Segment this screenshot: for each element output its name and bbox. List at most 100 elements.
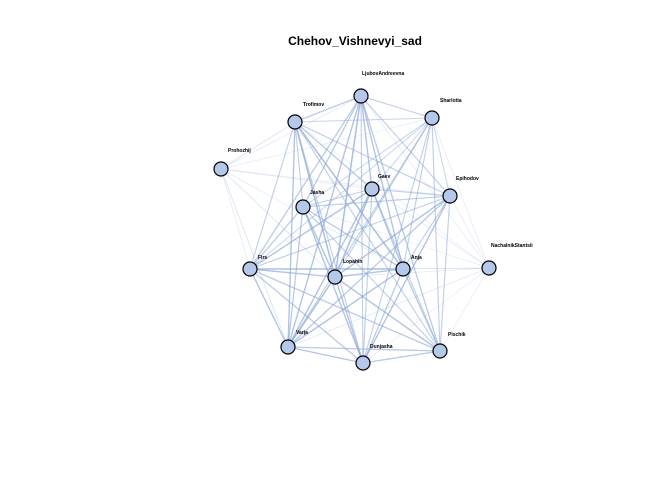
edge-Prohozhij-Anja bbox=[220, 168, 404, 270]
labels-layer: LjubovAndreevnaSharlottaTrofimovProhozhi… bbox=[228, 71, 533, 350]
edge-Firs-Dunjasha bbox=[249, 268, 364, 364]
edge-Gaev-NachalnikStantsii bbox=[371, 188, 490, 269]
edge-NachalnikStantsii-Anja bbox=[402, 267, 490, 270]
edge-LjubovAndreevna-Trofimov bbox=[294, 95, 362, 123]
edge-Jasha-Anja bbox=[302, 206, 404, 270]
edge-Gaev-Varja bbox=[287, 188, 373, 348]
edge-Jasha-NachalnikStantsii bbox=[302, 206, 490, 269]
edge-Epihodov-Lopahin bbox=[334, 195, 451, 278]
edge-Jasha-Varja bbox=[287, 206, 304, 348]
edge-LjubovAndreevna-Gaev bbox=[360, 95, 373, 190]
edge-Prohozhij-Lopahin bbox=[220, 168, 336, 278]
node-NachalnikStantsii[interactable] bbox=[481, 260, 497, 276]
node-label-Prohozhij: Prohozhij bbox=[228, 148, 251, 154]
node-Gaev[interactable] bbox=[364, 181, 380, 197]
edge-Trofimov-Dunjasha bbox=[294, 121, 364, 364]
node-Sharlotta[interactable] bbox=[424, 110, 440, 126]
edge-Lopahin-Varja bbox=[287, 276, 336, 348]
edge-Sharlotta-Varja bbox=[287, 117, 433, 348]
edge-Sharlotta-Pischik bbox=[431, 117, 441, 352]
edge-Sharlotta-Firs bbox=[249, 117, 433, 270]
node-Prohozhij[interactable] bbox=[213, 161, 229, 177]
edge-Prohozhij-Epihodov bbox=[220, 168, 451, 197]
edge-Trofimov-Jasha bbox=[294, 121, 304, 208]
node-Trofimov[interactable] bbox=[287, 114, 303, 130]
node-label-Varja: Varja bbox=[296, 330, 308, 336]
edge-Sharlotta-NachalnikStantsii bbox=[431, 117, 490, 269]
edge-Lopahin-Anja bbox=[334, 268, 404, 278]
edge-Sharlotta-Jasha bbox=[302, 117, 433, 208]
node-label-Gaev: Gaev bbox=[378, 174, 390, 180]
edge-LjubovAndreevna-Anja bbox=[360, 95, 404, 270]
edge-LjubovAndreevna-Varja bbox=[287, 95, 362, 348]
edge-Epihodov-Jasha bbox=[302, 195, 451, 208]
node-Pischik[interactable] bbox=[432, 343, 448, 359]
edge-Firs-Lopahin bbox=[249, 268, 336, 278]
edge-Sharlotta-Epihodov bbox=[431, 117, 451, 197]
node-label-Jasha: Jasha bbox=[310, 190, 324, 196]
node-Dunjasha[interactable] bbox=[355, 355, 371, 371]
edges-layer bbox=[220, 95, 490, 364]
node-Epihodov[interactable] bbox=[442, 188, 458, 204]
graph-title: Chehov_Vishnevyi_sad bbox=[288, 34, 422, 48]
edge-LjubovAndreevna-Epihodov bbox=[360, 95, 451, 197]
edge-NachalnikStantsii-Pischik bbox=[439, 267, 490, 352]
node-Anja[interactable] bbox=[395, 261, 411, 277]
edge-Anja-Pischik bbox=[402, 268, 441, 352]
edge-NachalnikStantsii-Varja bbox=[287, 267, 490, 348]
node-Firs[interactable] bbox=[242, 261, 258, 277]
node-label-Lopahin: Lopahin bbox=[343, 259, 362, 265]
edge-Jasha-Firs bbox=[249, 206, 304, 270]
edge-Anja-Varja bbox=[287, 268, 404, 348]
node-label-Pischik: Pischik bbox=[448, 332, 466, 338]
edge-Trofimov-Pischik bbox=[294, 121, 441, 352]
node-Lopahin[interactable] bbox=[327, 269, 343, 285]
edge-NachalnikStantsii-Dunjasha bbox=[362, 267, 490, 364]
edge-Sharlotta-Prohozhij bbox=[220, 117, 433, 170]
edge-Sharlotta-Trofimov bbox=[294, 117, 433, 123]
edge-Gaev-Lopahin bbox=[334, 188, 373, 278]
edge-Prohozhij-Varja bbox=[220, 168, 289, 348]
edge-Varja-Dunjasha bbox=[287, 346, 364, 364]
edge-Epihodov-Pischik bbox=[439, 195, 451, 352]
edge-Prohozhij-Gaev bbox=[220, 168, 373, 190]
edge-LjubovAndreevna-Pischik bbox=[360, 95, 441, 352]
edge-Gaev-Jasha bbox=[302, 188, 373, 208]
edge-LjubovAndreevna-Prohozhij bbox=[220, 95, 362, 170]
edge-Pischik-Dunjasha bbox=[362, 350, 441, 364]
edge-Trofimov-Firs bbox=[249, 121, 296, 270]
edge-Jasha-Lopahin bbox=[302, 206, 336, 278]
node-label-LjubovAndreevna: LjubovAndreevna bbox=[362, 71, 404, 77]
edge-Trofimov-NachalnikStantsii bbox=[294, 121, 490, 269]
edge-Epihodov-Anja bbox=[402, 195, 451, 270]
edge-Anja-Dunjasha bbox=[362, 268, 404, 364]
node-label-NachalnikStantsii: NachalnikStantsii bbox=[491, 243, 533, 249]
node-label-Dunjasha: Dunjasha bbox=[370, 344, 393, 350]
edge-Varja-Pischik bbox=[287, 346, 441, 352]
edge-Jasha-Pischik bbox=[302, 206, 441, 352]
edge-Gaev-Dunjasha bbox=[362, 188, 373, 364]
edge-LjubovAndreevna-NachalnikStantsii bbox=[360, 95, 490, 269]
edge-LjubovAndreevna-Firs bbox=[249, 95, 362, 270]
node-LjubovAndreevna[interactable] bbox=[353, 88, 369, 104]
edge-Trofimov-Epihodov bbox=[294, 121, 451, 197]
edge-Jasha-Dunjasha bbox=[302, 206, 364, 364]
node-Varja[interactable] bbox=[280, 339, 296, 355]
edge-NachalnikStantsii-Lopahin bbox=[334, 267, 490, 278]
edge-Lopahin-Pischik bbox=[334, 276, 441, 352]
edge-Trofimov-Gaev bbox=[294, 121, 373, 190]
edge-Epihodov-Dunjasha bbox=[362, 195, 451, 364]
node-label-Anja: Anja bbox=[411, 255, 422, 261]
edge-Firs-Varja bbox=[249, 268, 289, 348]
edge-Sharlotta-Gaev bbox=[371, 117, 433, 190]
node-label-Epihodov: Epihodov bbox=[456, 176, 479, 182]
node-label-Sharlotta: Sharlotta bbox=[440, 98, 462, 104]
edge-LjubovAndreevna-Sharlotta bbox=[360, 95, 433, 119]
edge-Epihodov-Varja bbox=[287, 195, 451, 348]
edge-Trofimov-Varja bbox=[287, 121, 296, 348]
edge-Epihodov-Firs bbox=[249, 195, 451, 270]
node-Jasha[interactable] bbox=[295, 199, 311, 215]
edge-LjubovAndreevna-Lopahin bbox=[334, 95, 362, 278]
